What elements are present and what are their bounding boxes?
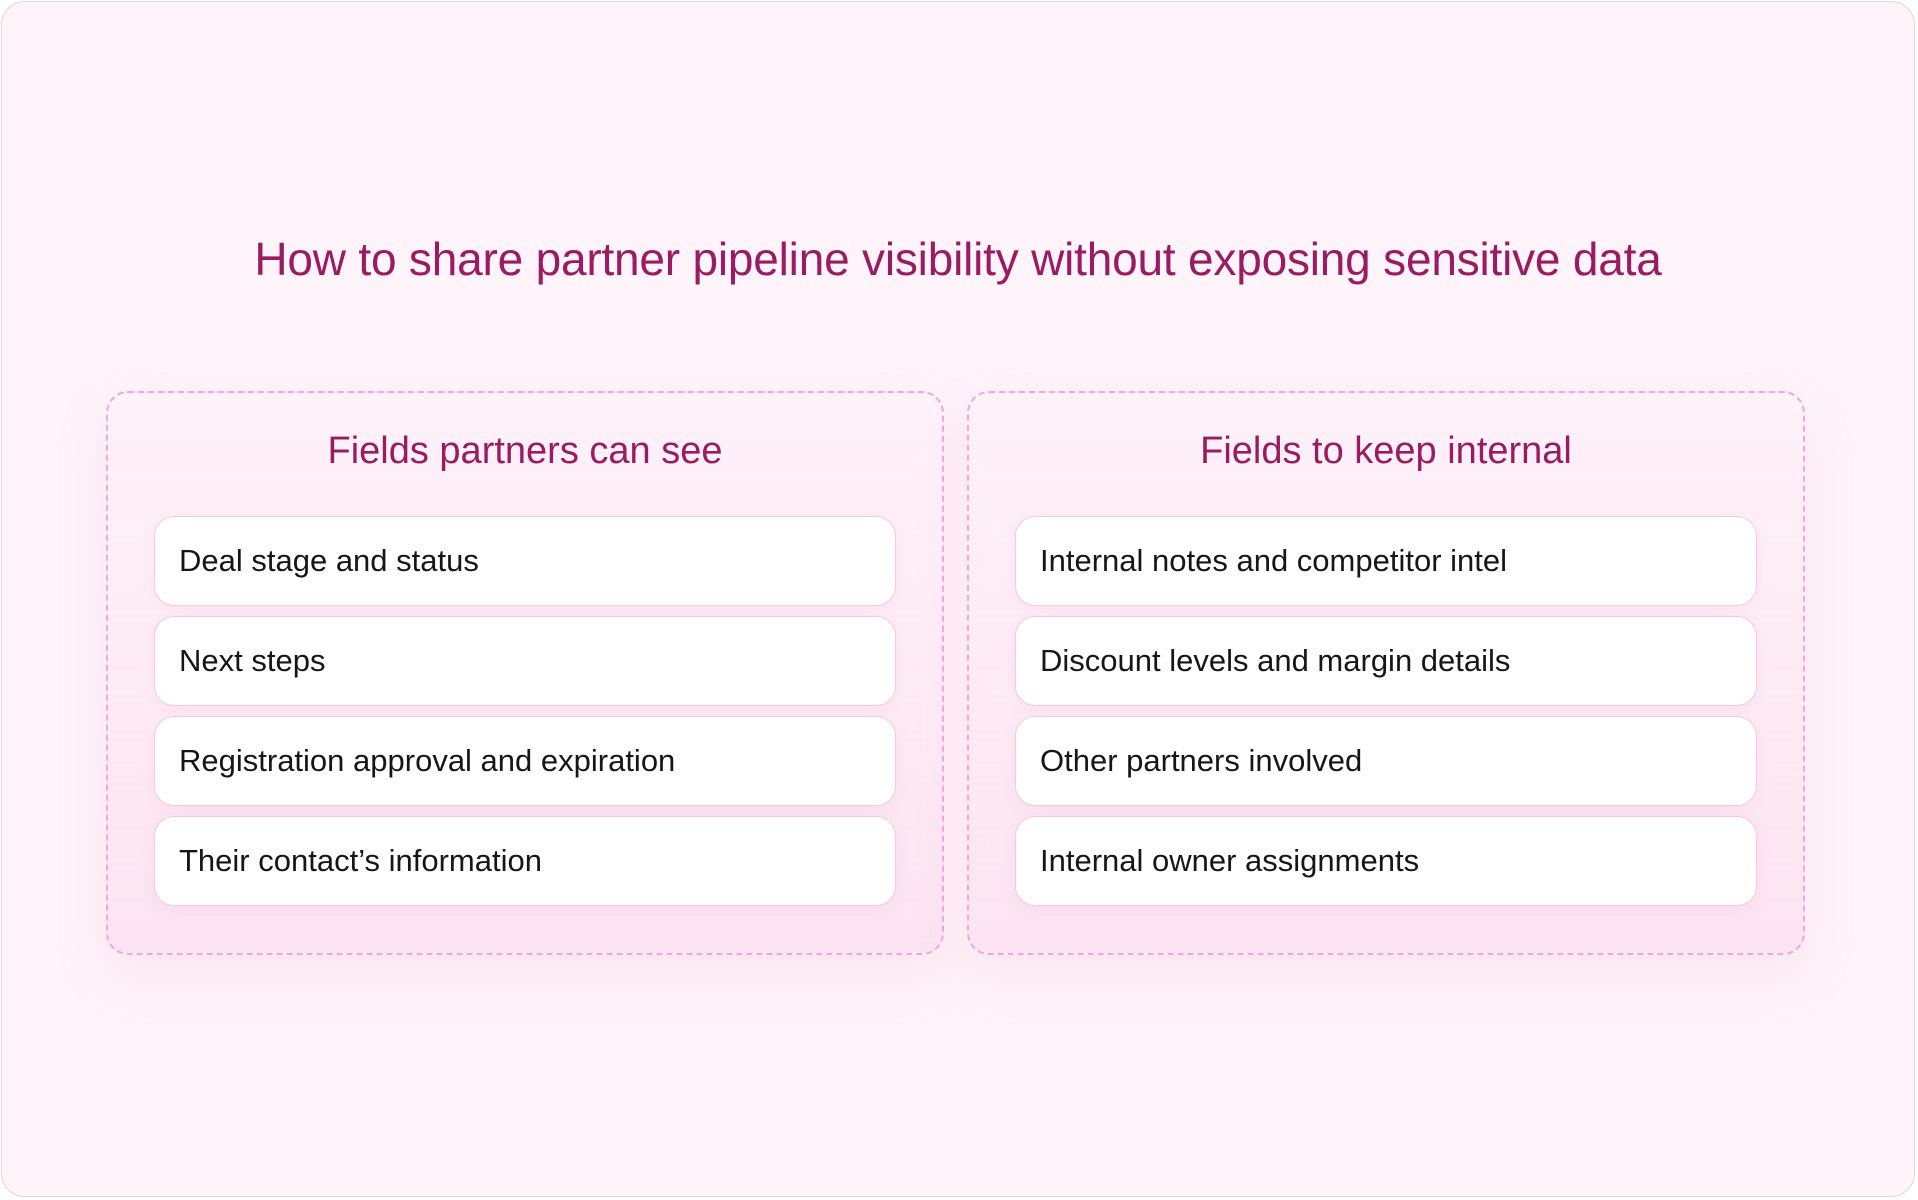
visible-field-item: Deal stage and status xyxy=(154,516,896,606)
visible-field-item: Next steps xyxy=(154,616,896,706)
internal-field-label: Internal owner assignments xyxy=(1040,843,1420,878)
visible-field-label: Registration approval and expiration xyxy=(179,743,676,778)
visible-fields-list: Deal stage and status Next steps Registr… xyxy=(154,516,896,916)
visible-field-label: Their contact’s information xyxy=(179,843,542,878)
internal-field-item: Discount levels and margin details xyxy=(1015,616,1757,706)
internal-fields-panel: Fields to keep internal Internal notes a… xyxy=(967,391,1805,955)
internal-field-item: Internal notes and competitor intel xyxy=(1015,516,1757,606)
internal-field-item: Other partners involved xyxy=(1015,716,1757,806)
internal-fields-list: Internal notes and competitor intel Disc… xyxy=(1015,516,1757,916)
diagram-title: How to share partner pipeline visibility… xyxy=(254,233,1662,285)
visible-field-label: Deal stage and status xyxy=(179,543,479,578)
internal-field-label: Internal notes and competitor intel xyxy=(1040,543,1507,578)
internal-field-item: Internal owner assignments xyxy=(1015,816,1757,906)
visible-fields-heading: Fields partners can see xyxy=(327,430,723,472)
visible-field-item: Registration approval and expiration xyxy=(154,716,896,806)
visible-field-item: Their contact’s information xyxy=(154,816,896,906)
visible-fields-panel: Fields partners can see Deal stage and s… xyxy=(106,391,944,955)
internal-field-label: Other partners involved xyxy=(1040,743,1363,778)
internal-field-label: Discount levels and margin details xyxy=(1040,643,1511,678)
internal-fields-heading: Fields to keep internal xyxy=(1200,430,1572,472)
visible-field-label: Next steps xyxy=(179,643,326,678)
